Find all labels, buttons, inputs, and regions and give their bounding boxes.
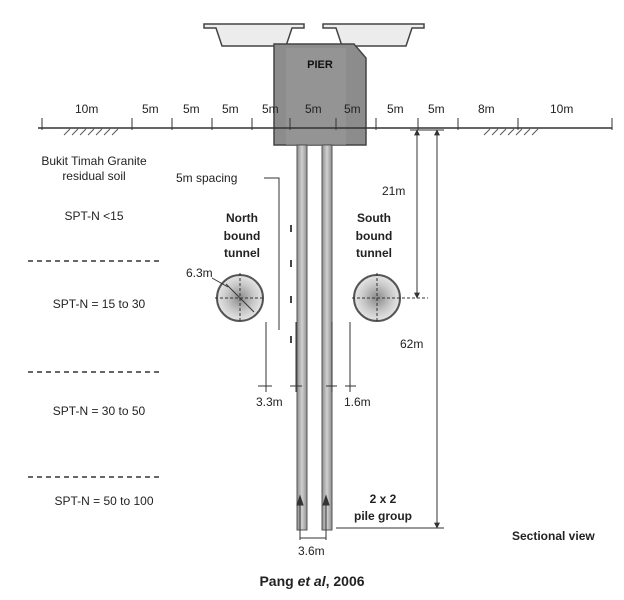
diameter-leader [211,277,229,288]
north-tunnel-label-3: tunnel [224,246,260,260]
citation-caption: Pang et al, 2006 [0,573,624,589]
pile-spacing-dim [296,494,330,540]
spacing-leader [264,177,280,330]
pile-length-label: 62m [400,337,424,351]
vertical-dims [336,129,444,529]
bridge-deck-right [322,23,425,47]
pile-group-label-2: pile group [354,509,412,523]
span-label-1: 10m [75,102,99,116]
caption-year: , 2006 [325,573,365,589]
span-label-3: 5m [183,102,200,116]
sectional-view-label: Sectional view [512,529,595,543]
soil-layer-4: SPT-N = 50 to 100 [54,494,154,508]
soil-boundaries [28,260,162,478]
soil-layer-3: SPT-N = 30 to 50 [52,404,146,418]
clear-south-label: 1.6m [344,395,371,409]
soil-name-line1: Bukit Timah Granite [41,154,147,168]
pile-front-right [321,144,333,531]
pile-spacing-label: 3.6m [298,544,325,558]
south-tunnel-label-2: bound [355,229,393,243]
clearance-dims [258,322,356,392]
soil-layer-1: SPT-N <15 [64,209,124,223]
span-label-center: 5m [305,102,322,116]
south-tunnel [352,273,428,323]
north-tunnel [215,273,265,323]
span-label-9: 8m [478,102,495,116]
span-label-2: 5m [142,102,159,116]
caption-author: Pang [259,573,298,589]
bridge-deck-left [203,23,305,47]
ground-hatch-left [63,128,119,136]
tunnel-diameter-label: 6.3m [186,266,213,280]
span-ticks [41,118,613,130]
pile-front-left [296,144,308,531]
ground-hatch-right [483,128,539,136]
south-tunnel-label-1: South [357,211,391,225]
north-tunnel-label-2: bound [223,229,261,243]
soil-layer-2: SPT-N = 15 to 30 [52,297,146,311]
span-label-8: 5m [428,102,445,116]
south-tunnel-label-3: tunnel [356,246,392,260]
north-tunnel-label-1: North [226,211,258,225]
clear-north-label: 3.3m [256,395,283,409]
pile-group-label-1: 2 x 2 [369,492,397,506]
pier-label: PIER [307,59,333,71]
span-label-10: 10m [550,102,574,116]
span-label-6: 5m [344,102,361,116]
depth-to-tunnel-label: 21m [382,184,406,198]
spacing-label: 5m spacing [176,171,238,185]
soil-name-line2: residual soil [62,169,126,183]
caption-et-al: et al [297,573,326,589]
span-label-7: 5m [387,102,404,116]
span-label-5: 5m [262,102,279,116]
span-label-4: 5m [222,102,239,116]
piles [296,144,333,531]
